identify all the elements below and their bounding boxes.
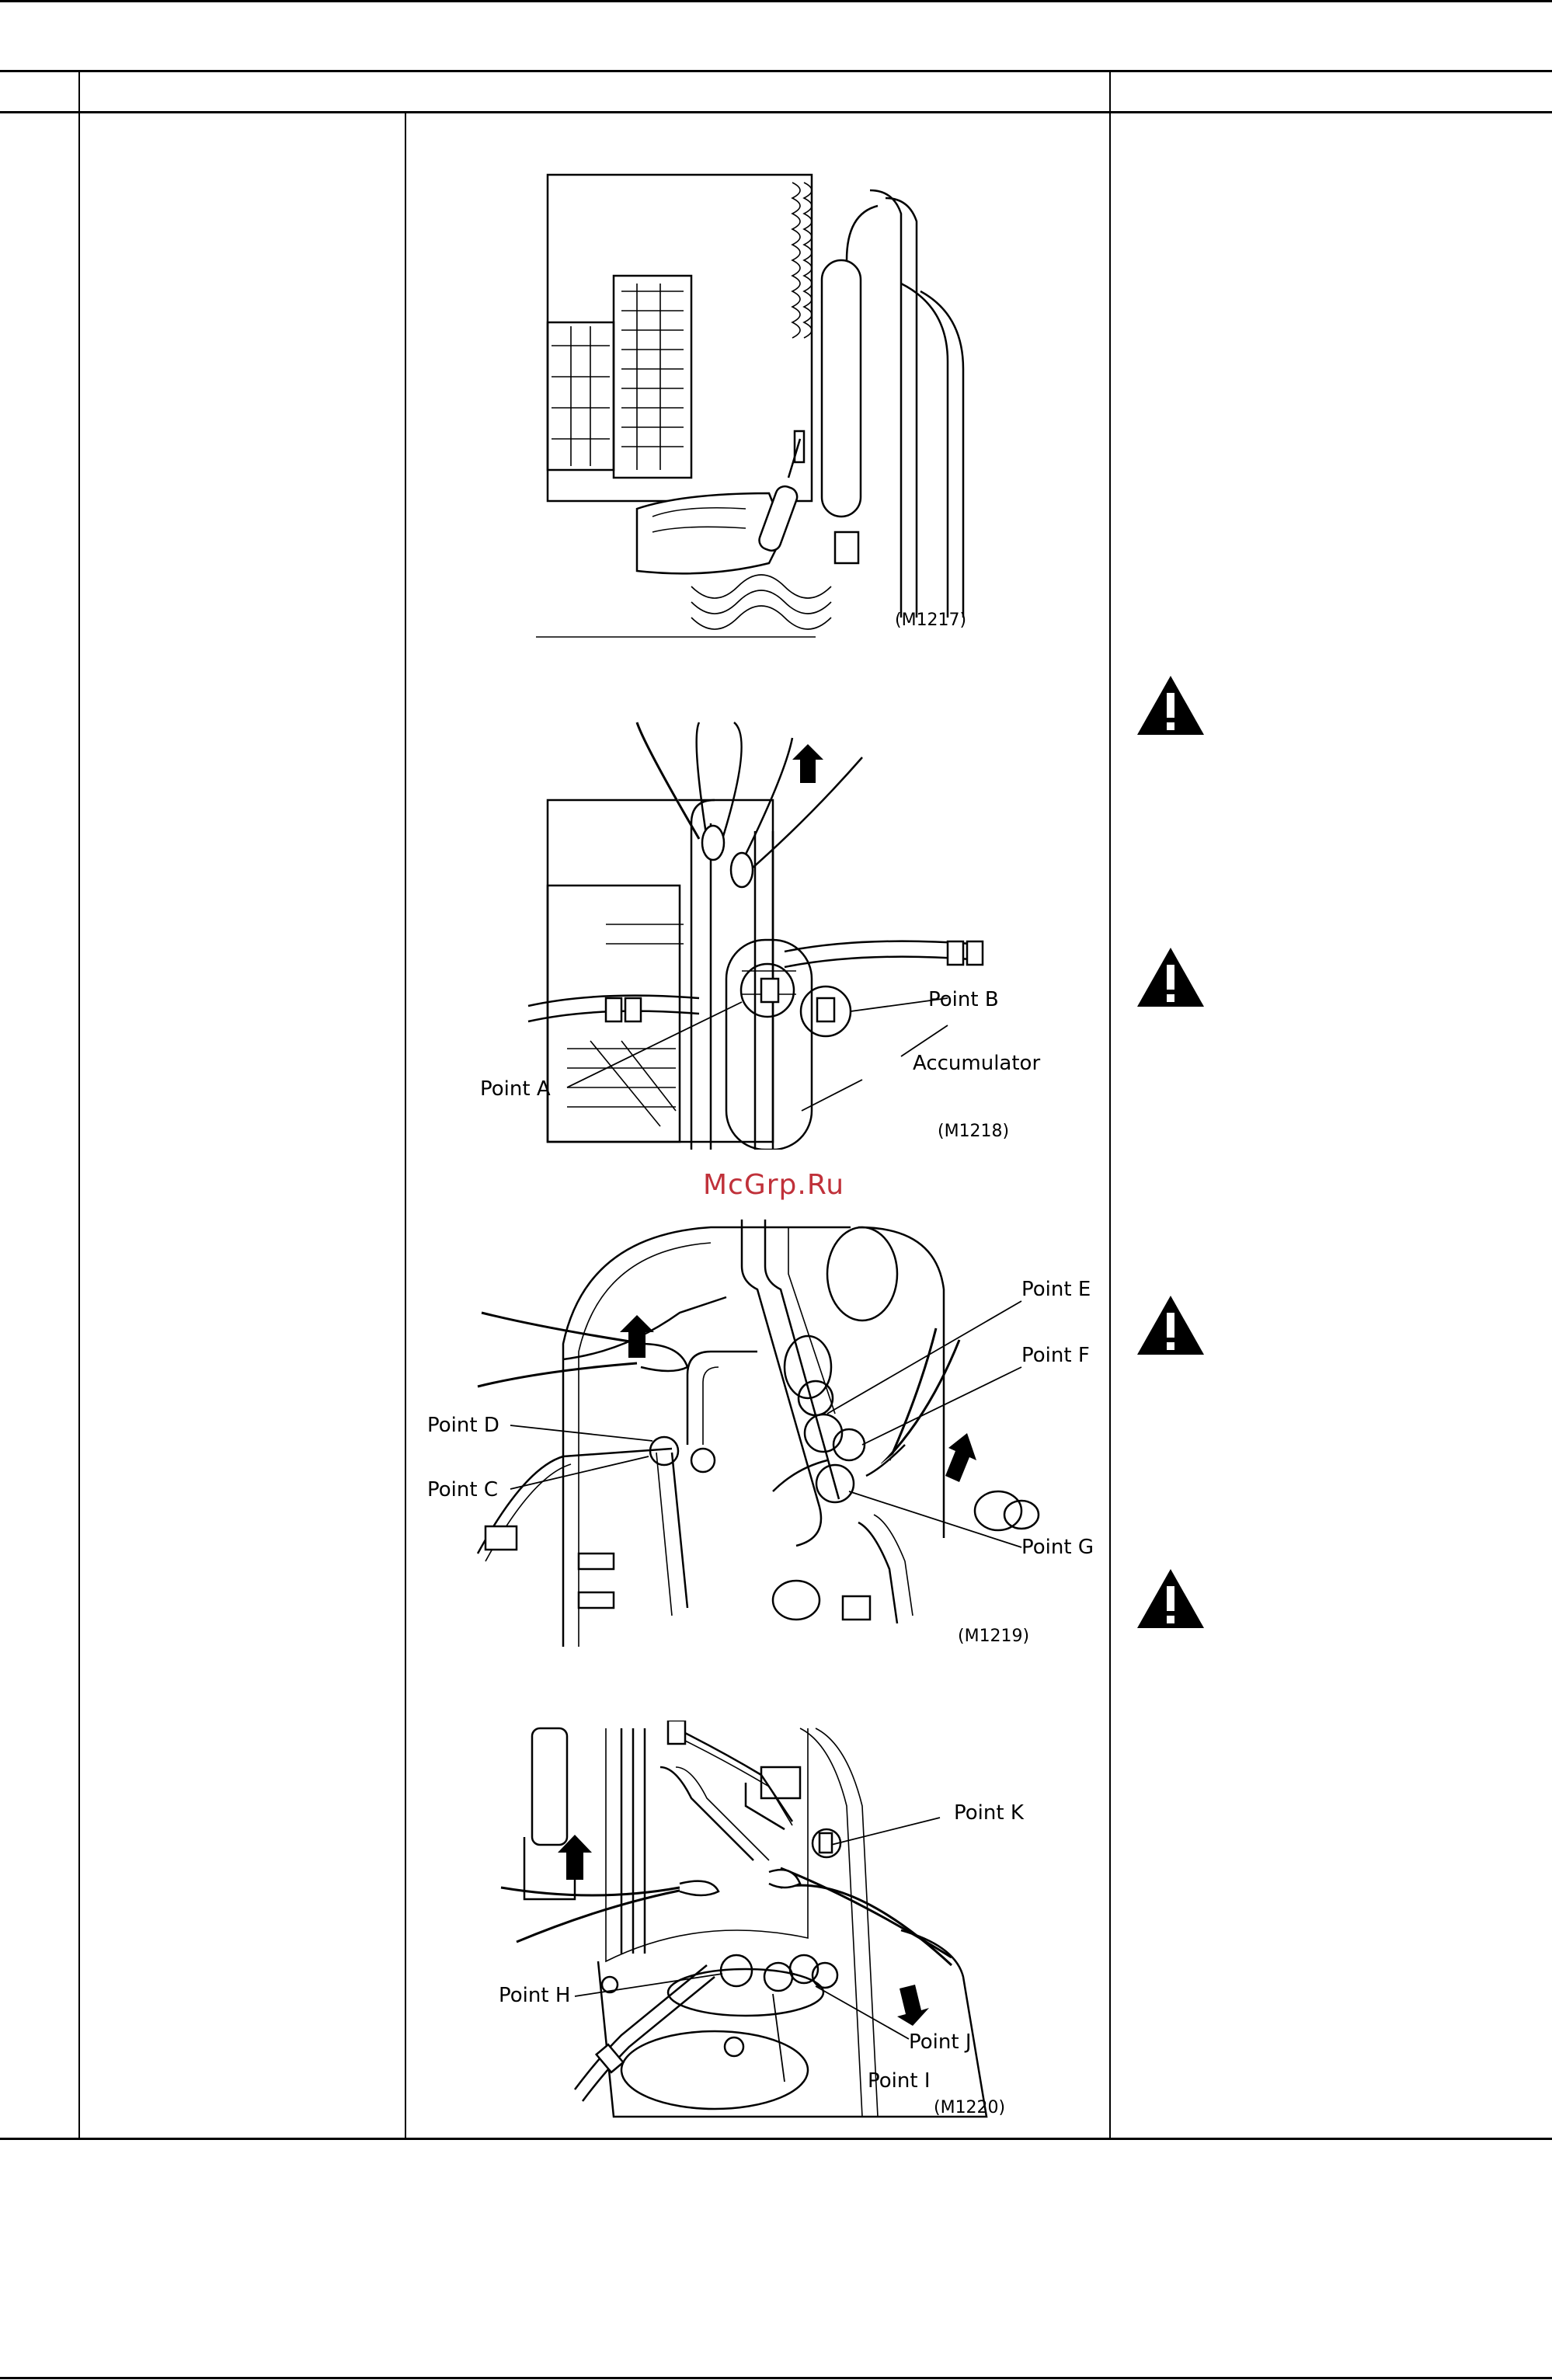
label-point-e: Point E [1021, 1278, 1091, 1301]
label-point-k: Point K [954, 1801, 1025, 1825]
caption-m1217: (M1217) [895, 611, 966, 630]
column-divider-1 [78, 70, 80, 2139]
label-point-h: Point H [499, 1984, 570, 2007]
label-point-a: Point A [480, 1077, 551, 1101]
warning-icon [1136, 1294, 1206, 1359]
caption-m1220: (M1220) [934, 2098, 1005, 2117]
label-point-j: Point J [909, 2030, 972, 2054]
figure-m1217: (M1217) [536, 167, 987, 641]
label-accumulator: Accumulator [913, 1052, 1040, 1075]
warning-icon [1136, 1568, 1206, 1633]
label-point-g: Point G [1021, 1536, 1094, 1559]
label-point-i: Point I [868, 2069, 931, 2093]
warning-icon [1136, 946, 1206, 1011]
top-rule [0, 0, 1552, 2]
header-bottom-border [0, 111, 1552, 113]
column-divider-3 [1109, 70, 1111, 2139]
figure-m1220: Point H Point I Point J Point K (M1220) [489, 1721, 1080, 2124]
warning-icon [1136, 674, 1206, 739]
bottom-rule [0, 2377, 1552, 2379]
figure-m1219: Point D Point C Point E Point F Point G … [423, 1212, 1107, 1662]
caption-m1218: (M1218) [938, 1122, 1009, 1141]
header-top-border [0, 70, 1552, 72]
column-divider-2 [405, 111, 406, 2139]
label-point-d: Point D [427, 1414, 499, 1437]
label-point-f: Point F [1021, 1344, 1090, 1367]
figure-m1218: Point A Point B Accumulator (M1218) [466, 715, 1056, 1150]
watermark-text: McGrp.Ru [703, 1169, 844, 1201]
label-point-b: Point B [928, 988, 999, 1011]
label-point-c: Point C [427, 1478, 498, 1501]
table-bottom-border [0, 2138, 1552, 2140]
caption-m1219: (M1219) [958, 1627, 1029, 1646]
